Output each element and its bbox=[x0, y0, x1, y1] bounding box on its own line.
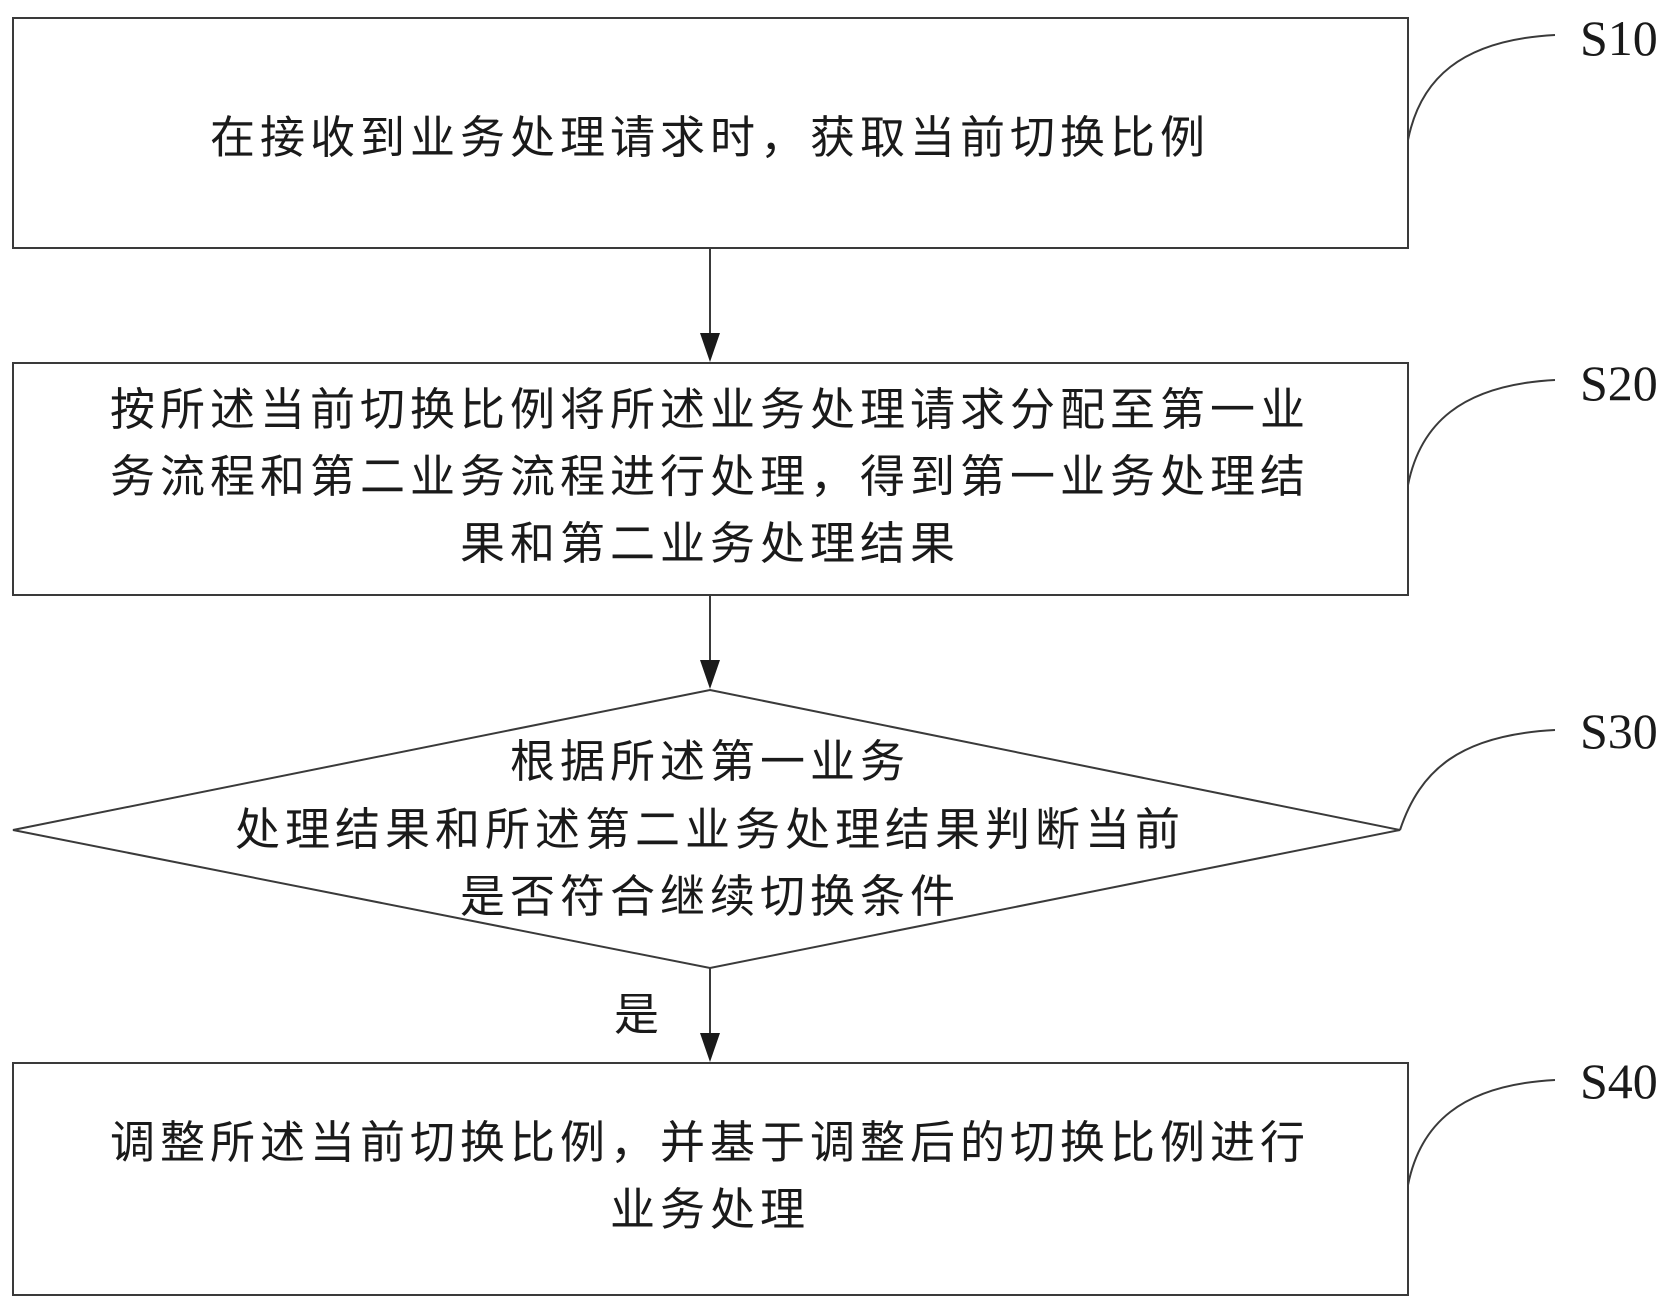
step-s30-text-line-3: 是否符合继续切换条件 bbox=[460, 870, 960, 923]
step-s40-label: S40 bbox=[1580, 1053, 1658, 1109]
step-s10-box bbox=[12, 17, 1409, 249]
edge-s30-s40-arrowhead bbox=[700, 1033, 720, 1062]
step-s40-text-line-1: 调整所述当前切换比例，并基于调整后的切换比例进行 bbox=[110, 1116, 1310, 1169]
step-s20-text-line-1: 按所述当前切换比例将所述业务处理请求分配至第一业 bbox=[110, 383, 1310, 436]
edge-s30-s40-label: 是 bbox=[614, 988, 659, 1041]
step-s40-box bbox=[12, 1062, 1409, 1296]
edge-s10-s20-arrowhead bbox=[700, 333, 720, 362]
step-s20-label-leader bbox=[1407, 379, 1556, 486]
step-s10-text-line-1: 在接收到业务处理请求时，获取当前切换比例 bbox=[210, 111, 1210, 164]
step-s20-box bbox=[12, 362, 1409, 596]
step-s10-label: S10 bbox=[1580, 10, 1658, 66]
step-s20-text-line-2: 务流程和第二业务流程进行处理，得到第一业务处理结 bbox=[110, 450, 1310, 503]
step-s30-text-line-2: 处理结果和所述第二业务处理结果判断当前 bbox=[235, 803, 1185, 856]
step-s30-label-leader bbox=[1399, 729, 1556, 831]
step-s20-label: S20 bbox=[1580, 355, 1658, 411]
step-s40-label-leader bbox=[1407, 1079, 1556, 1186]
step-s20-text-line-3: 果和第二业务处理结果 bbox=[460, 517, 960, 570]
step-s10-label-leader bbox=[1407, 34, 1556, 141]
step-s30-label: S30 bbox=[1580, 703, 1658, 759]
edge-s20-s30-arrowhead bbox=[700, 660, 720, 689]
step-s40-text-line-2: 业务处理 bbox=[610, 1183, 810, 1236]
step-s30-text-line-1: 根据所述第一业务 bbox=[510, 735, 910, 788]
